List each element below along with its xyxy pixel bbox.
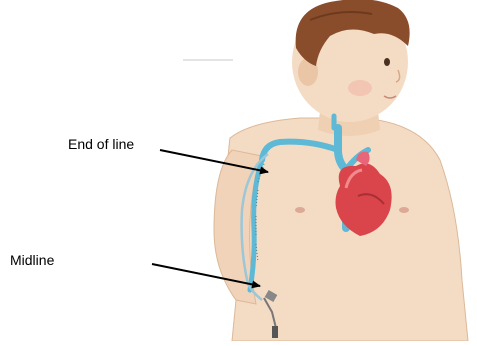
cheek (348, 80, 372, 96)
label-end-of-line: End of line (68, 136, 134, 152)
label-midline: Midline (10, 252, 54, 268)
eye (384, 58, 390, 66)
nipple-right (399, 207, 409, 213)
nipple-left (295, 207, 305, 213)
